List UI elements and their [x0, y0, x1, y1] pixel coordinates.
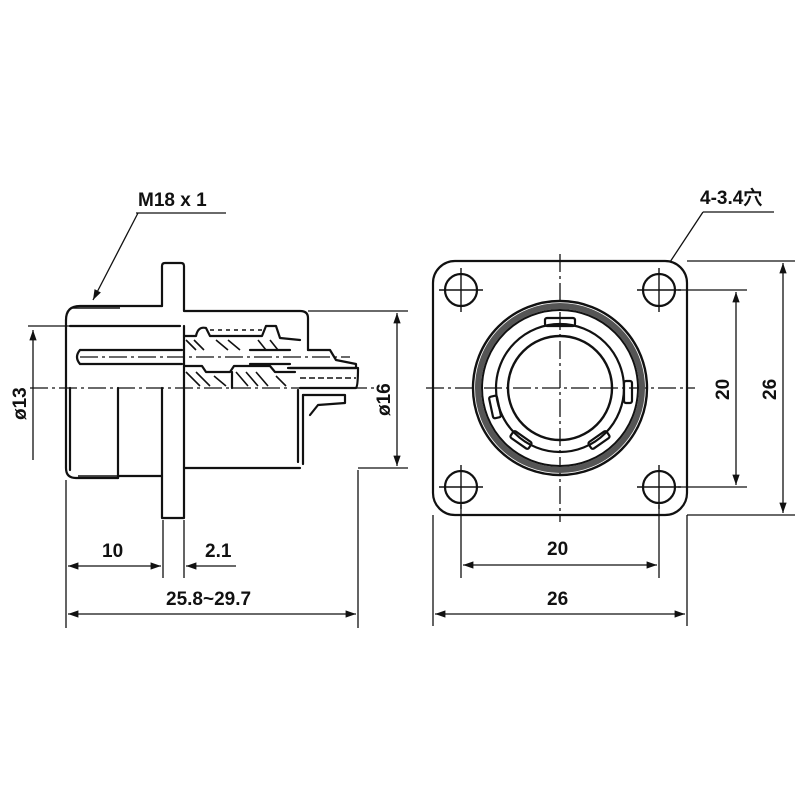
- flange-thickness-label: 2.1: [205, 541, 232, 562]
- thread-label: M18 x 1: [138, 190, 207, 211]
- mounting-holes: [439, 268, 681, 509]
- diameter-16-label: ø16: [374, 383, 395, 416]
- side-body-outline: [64, 261, 360, 520]
- hole-pitch-vertical-label: 20: [713, 379, 734, 400]
- overall-length-label: 25.8~29.7: [166, 589, 251, 610]
- length-10-label: 10: [102, 541, 123, 562]
- thread-callout: M18 x 1: [92, 190, 226, 301]
- flange-width-label: 26: [547, 589, 568, 610]
- flange-height-label: 26: [760, 379, 781, 400]
- dim-diameter-16: ø16: [308, 310, 408, 469]
- insulator-hatch-upper: [185, 339, 279, 351]
- connector-rings: [471, 299, 649, 477]
- dim-front-right: 20 26: [678, 260, 795, 516]
- diameter-13-label: ø13: [10, 387, 31, 420]
- hole-pitch-horizontal-label: 20: [547, 539, 568, 560]
- insulator-hatch-lower: [182, 364, 356, 390]
- dim-diameter-13: ø13: [10, 325, 72, 460]
- dim-side-bottom: 10 2.1 25.8~29.7: [65, 470, 359, 628]
- front-view: 4-3.4穴 20 26 20 26: [426, 186, 795, 626]
- mounting-holes-label: 4-3.4穴: [700, 186, 762, 209]
- hole-callout: 4-3.4穴: [669, 186, 774, 263]
- side-view: M18 x 1 ø13 ø16 10 2.1 25.8~29.7: [10, 190, 408, 628]
- dim-front-bottom: 20 26: [432, 505, 688, 626]
